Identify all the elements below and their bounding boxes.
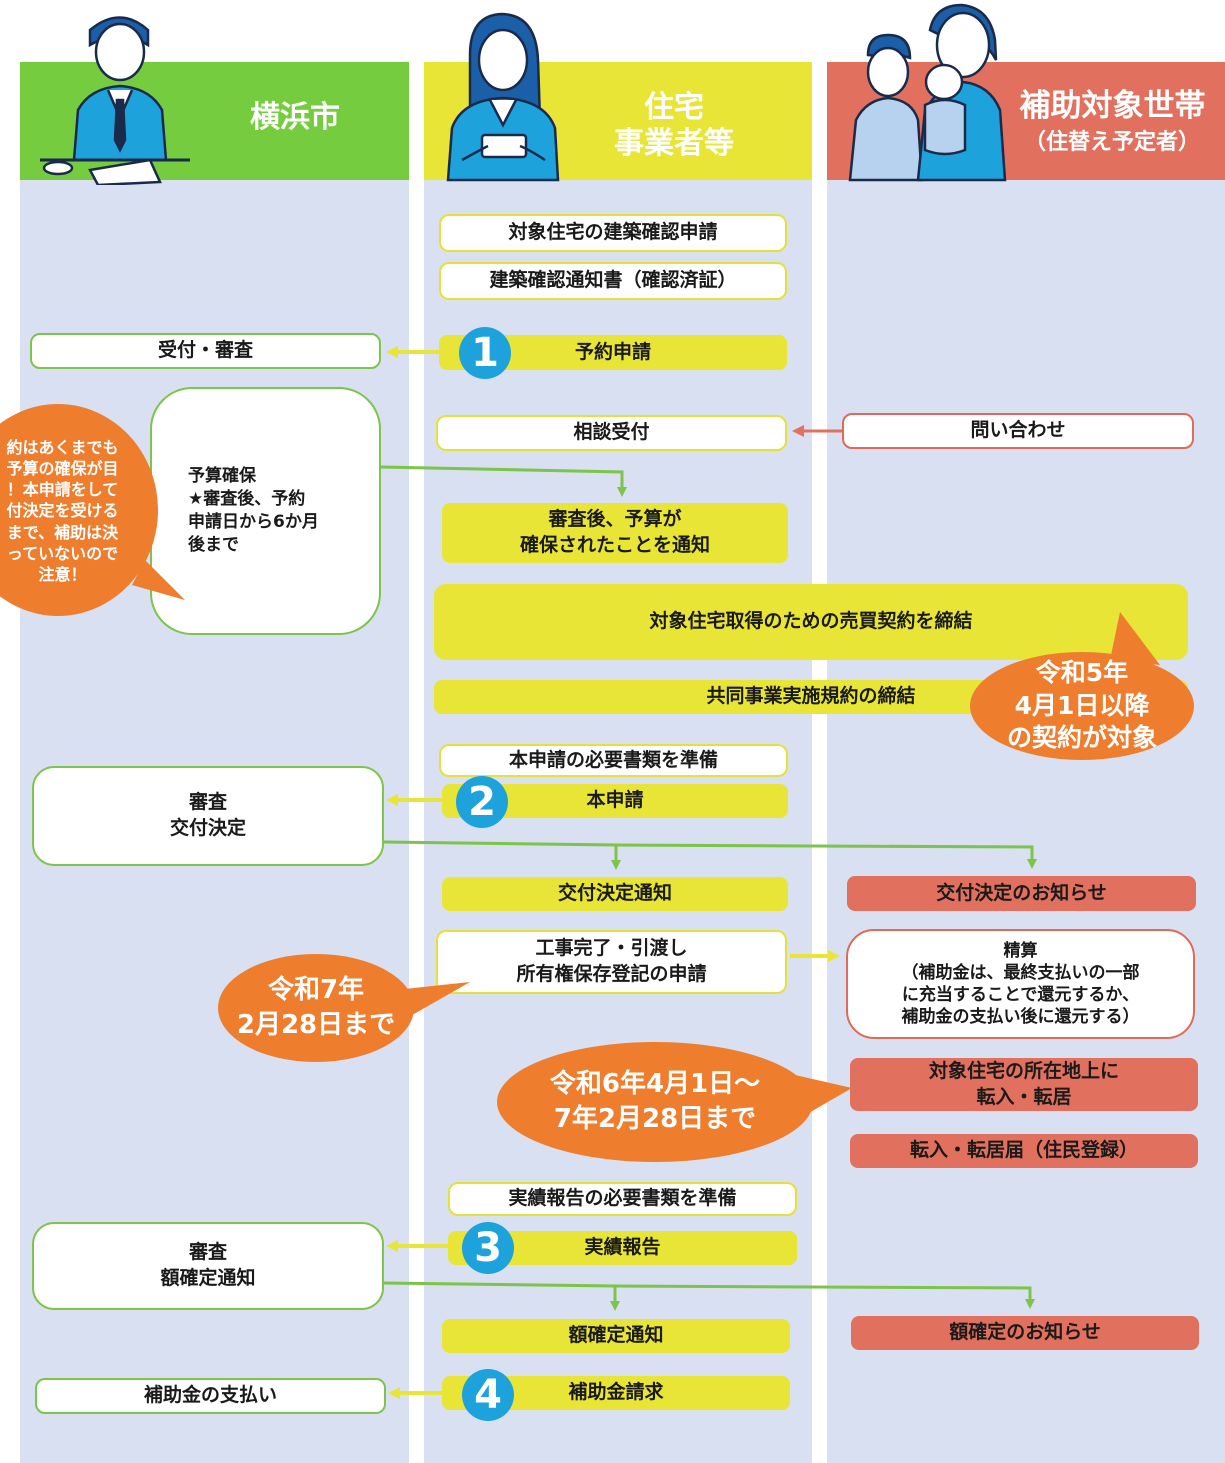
step-number-2: 2 [456, 776, 508, 828]
step-consult: 相談受付 [436, 415, 787, 451]
step-completion: 工事完了・引渡し 所有権保存登記の申請 [436, 930, 787, 994]
step-prep-report: 実績報告の必要書類を準備 [448, 1182, 797, 1216]
family-with-baby-icon [848, 3, 1007, 182]
callout-contract-date-shape [970, 612, 1194, 760]
household-move-notice: 転入・転居届（住民登録） [850, 1134, 1198, 1168]
step-budget-notice: 審査後、予算が 確保されたことを通知 [442, 503, 788, 563]
step-build-confirm-apply: 対象住宅の建築確認申請 [439, 214, 787, 252]
city-review-amount: 審査 額確定通知 [32, 1222, 384, 1310]
city-payment: 補助金の支払い [35, 1378, 386, 1414]
arrow-amount-to-business [383, 1281, 620, 1311]
header-household-title: 補助対象世帯 [1019, 88, 1206, 124]
step-amount-notice: 額確定通知 [442, 1319, 790, 1353]
header-business-title: 住宅 事業者等 [614, 90, 734, 161]
household-settlement: 精算 （補助金は、最終支払いの一部 に充当することで還元するか、 補助金の支払い… [846, 929, 1195, 1039]
callout-deadline-shape [218, 954, 470, 1062]
city-review-grant: 審査 交付決定 [32, 766, 384, 866]
arrow-amount-to-household [614, 1284, 1035, 1309]
step-build-confirm-notice: 建築確認通知書（確認済証） [439, 262, 787, 300]
header-household-subtitle: （住替え予定者） [1023, 130, 1200, 155]
arrow-budget-to-notice [380, 465, 627, 497]
step-grant-notice: 交付決定通知 [442, 877, 788, 911]
callout-move-period: 令和6年4月1日～ 7年2月28日まで [549, 1068, 761, 1134]
callout-contract-date: 令和5年 4月1日以降 の契約が対象 [1006, 658, 1157, 753]
callout-reservation-note: 約はあくまでも 予算の確保が目 ！本申請をして 付決定を受ける まで、補助は決 … [6, 437, 119, 585]
city-reception: 受付・審査 [30, 333, 381, 369]
step-prep-docs: 本申請の必要書類を準備 [439, 744, 788, 777]
official-at-desk-icon [40, 16, 190, 185]
header-illustrations [40, 3, 1007, 185]
household-grant-info: 交付決定のお知らせ [847, 876, 1196, 911]
household-move-in: 対象住宅の所在地上に 転入・転居 [850, 1058, 1198, 1111]
header-city-title: 横浜市 [250, 100, 340, 135]
household-inquiry: 問い合わせ [842, 413, 1194, 449]
arrow-grant-to-business [383, 840, 621, 870]
callout-deadline: 令和7年 2月28日まで [236, 974, 396, 1040]
arrow-grant-to-household [615, 843, 1037, 869]
step-sales-contract: 対象住宅取得のための売買契約を締結 [434, 584, 1188, 660]
step-number-4: 4 [462, 1369, 514, 1421]
callout-reservation-note-shape [0, 404, 185, 616]
household-amount-info: 額確定のお知らせ [851, 1316, 1199, 1350]
city-budget: 予算確保 ★審査後、予約 申請日から6か月 後まで [150, 387, 381, 635]
step-number-1: 1 [459, 327, 511, 379]
staff-woman-with-tablet-icon [446, 12, 560, 182]
step-number-3: 3 [462, 1222, 514, 1274]
callout-move-period-shape [497, 1042, 852, 1162]
lane-household [827, 180, 1225, 1463]
